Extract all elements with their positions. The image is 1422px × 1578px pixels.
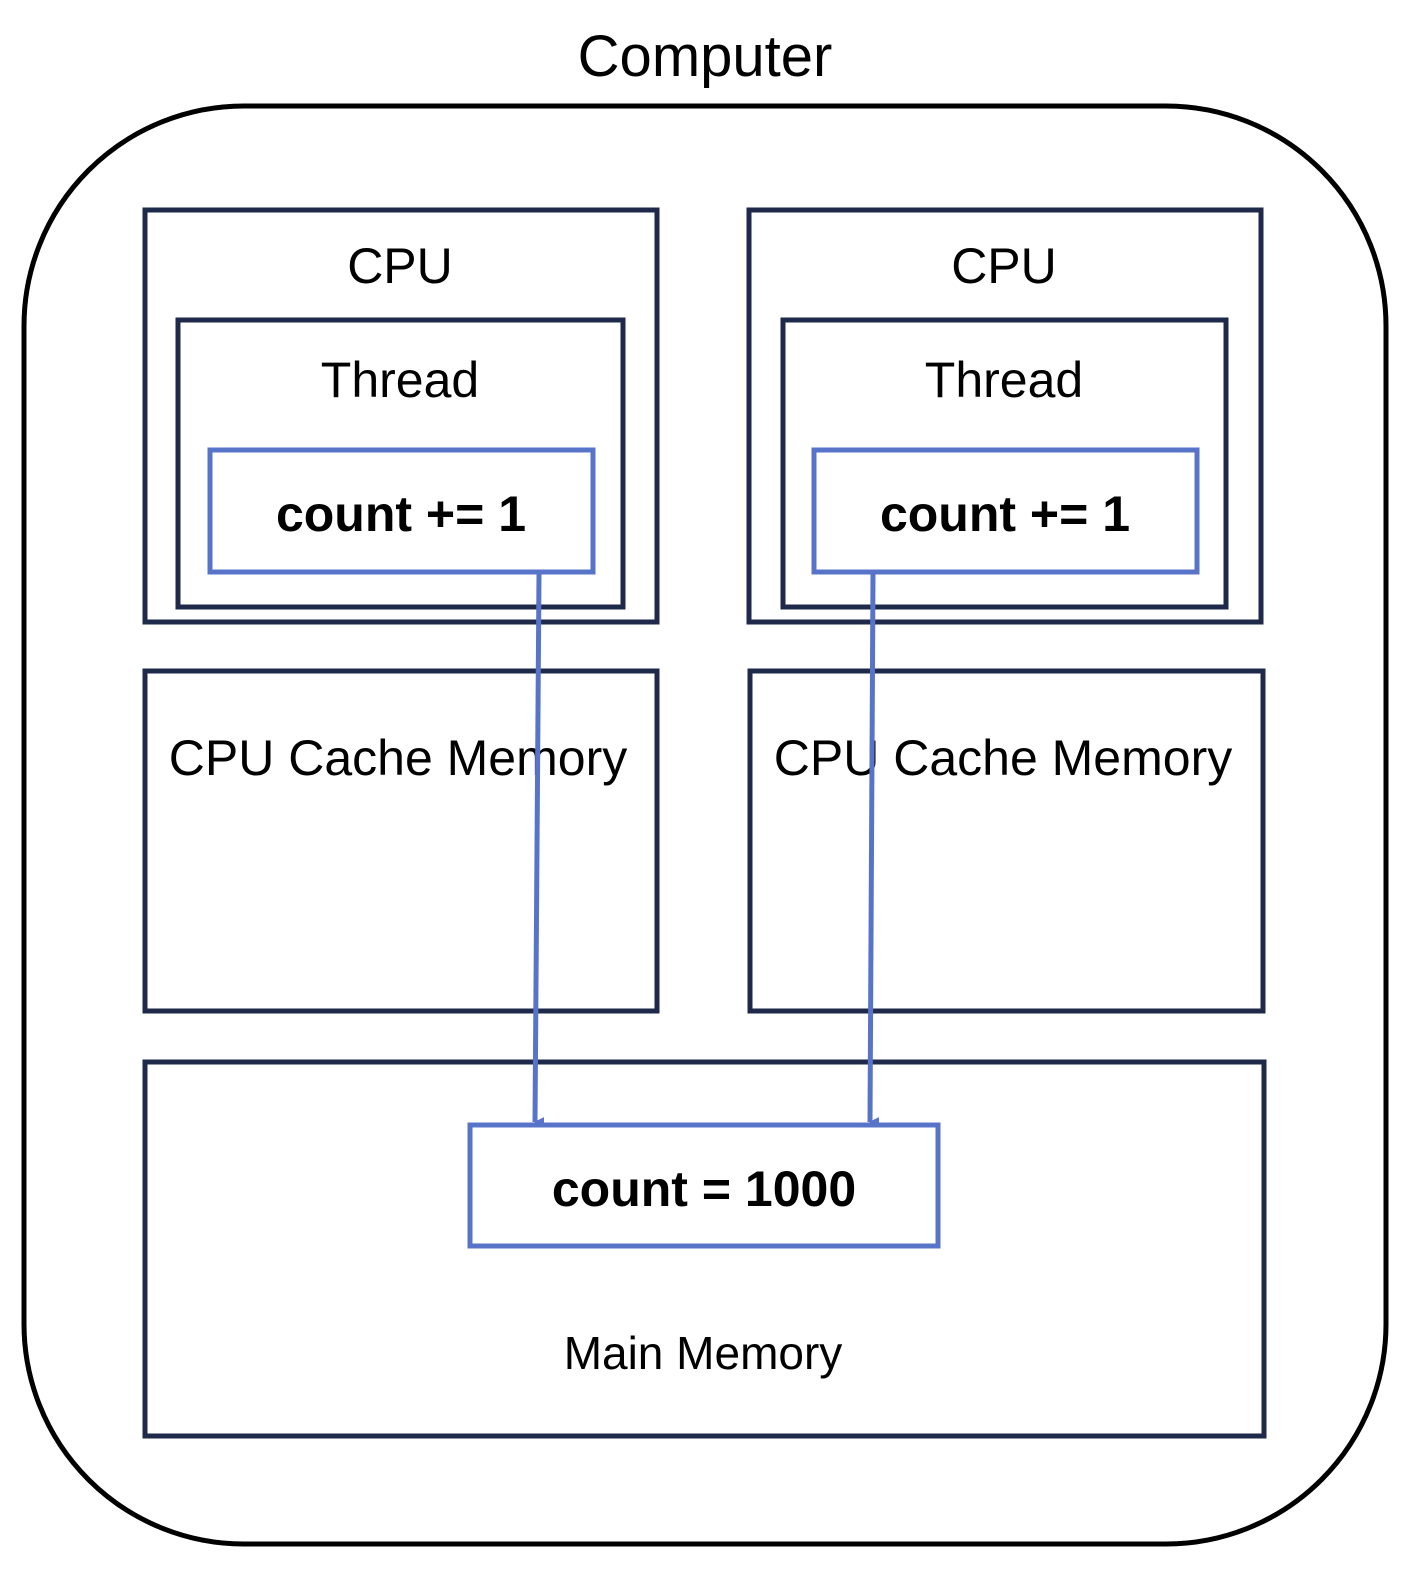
variable-label: count = 1000 <box>552 1161 856 1217</box>
cache-label: CPU Cache Memory <box>169 730 627 786</box>
cache-right: CPU Cache Memory <box>747 668 1266 1014</box>
write-arrow-left <box>532 573 545 1128</box>
main-memory-box <box>142 1059 1267 1439</box>
operation-label: count += 1 <box>880 486 1130 542</box>
thread-box <box>780 317 1229 610</box>
main-memory: count = 1000 Main Memory <box>142 1059 1267 1439</box>
cpu-box <box>142 207 660 625</box>
cpu-right: CPU Thread count += 1 <box>746 207 1264 625</box>
cache-left: CPU Cache Memory <box>142 668 660 1014</box>
thread-box <box>175 317 626 610</box>
write-arrow-right <box>867 573 880 1128</box>
thread-label: Thread <box>321 352 479 408</box>
cache-box <box>142 668 660 1014</box>
thread-label: Thread <box>925 352 1083 408</box>
cache-box <box>747 668 1266 1014</box>
cpu-left: CPU Thread count += 1 <box>142 207 660 625</box>
cpu-label: CPU <box>951 238 1057 294</box>
cache-label: CPU Cache Memory <box>774 730 1232 786</box>
main-memory-label: Main Memory <box>564 1327 843 1379</box>
cpu-box <box>746 207 1264 625</box>
computer-frame <box>21 103 1389 1547</box>
diagram-title: Computer <box>578 24 833 89</box>
variable-box <box>467 1122 941 1249</box>
operation-box <box>207 447 596 575</box>
cpu-label: CPU <box>347 238 453 294</box>
operation-box <box>811 447 1200 575</box>
operation-label: count += 1 <box>276 486 526 542</box>
